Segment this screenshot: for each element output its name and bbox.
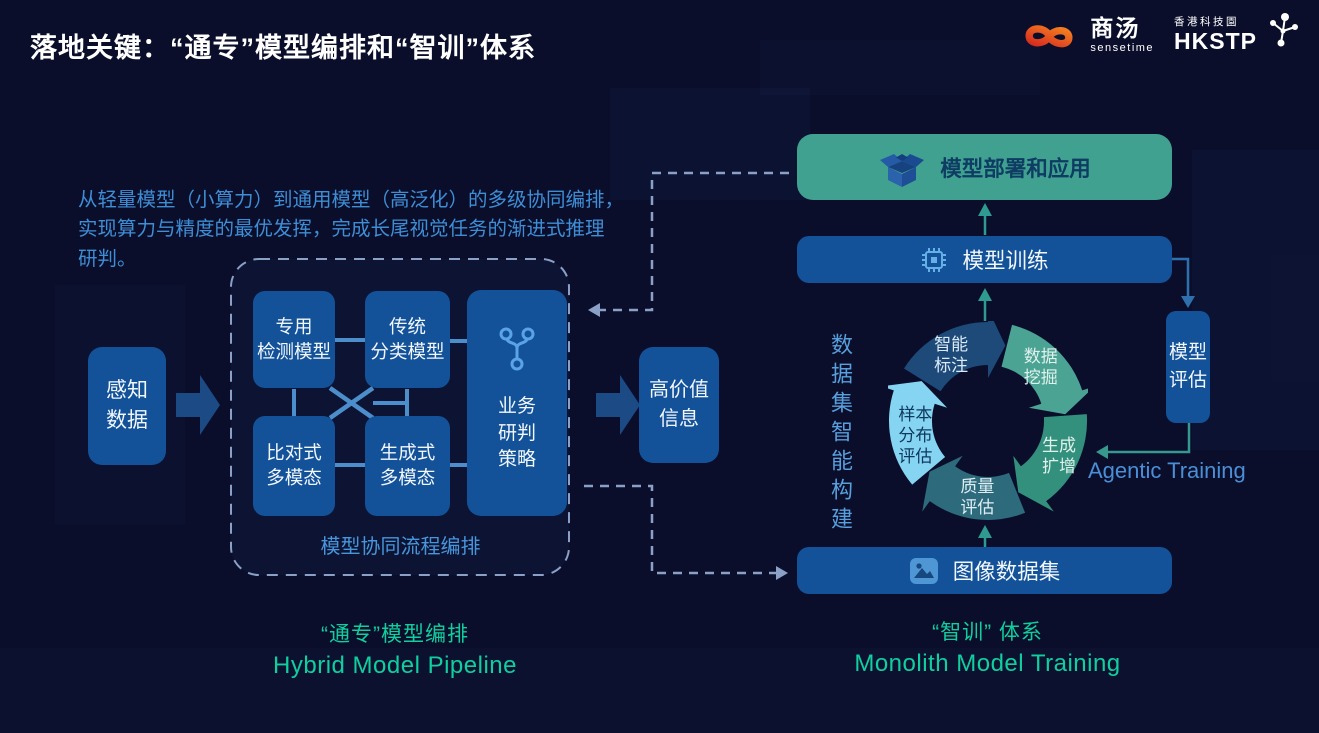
sensetime-en: sensetime (1090, 41, 1155, 54)
sensetime-cn: 商汤 (1090, 14, 1141, 41)
model-eval-label: 模型 (1168, 341, 1207, 363)
strategy-line: 研判 (497, 422, 536, 444)
flow-arrow-output (596, 375, 640, 435)
cycle-segment (1001, 324, 1088, 415)
hkstp-molecule-icon (1270, 13, 1298, 47)
package-box-icon (880, 154, 925, 187)
model-box-generative-multimodal: 生成式 多模态 (365, 416, 450, 516)
image-dataset-label: 图像数据集 (952, 560, 1061, 584)
bg-tile (1192, 150, 1319, 450)
bg-tile (760, 40, 1040, 95)
model-box-traditional-classification: 传统 分类模型 (365, 291, 450, 388)
model-label: 比对式 (266, 442, 322, 464)
hybrid-caption-en: Hybrid Model Pipeline (273, 652, 517, 679)
model-training-box: 模型训练 (797, 236, 1172, 283)
model-box-contrastive-multimodal: 比对式 多模态 (253, 416, 335, 516)
high-value-label: 信息 (659, 408, 699, 430)
dashed-feed-bottom (584, 484, 778, 575)
strategy-line: 业务 (497, 396, 536, 417)
sensetime-logo-icon (1025, 25, 1073, 48)
model-deploy-label: 模型部署和应用 (940, 156, 1091, 181)
monolith-caption-cn: “智训” 体系 (932, 621, 1043, 644)
hkstp-cn: 香港科技園 (1174, 16, 1240, 29)
pipeline-orchestration-label: 模型协同流程编排 (320, 536, 481, 558)
dashed-arrowhead-left (588, 303, 600, 317)
perception-data-label: 感知 (106, 378, 148, 402)
page-title: 落地关键：“通专”模型编排和“智训”体系 (30, 33, 536, 63)
description-line: 从轻量模型（小算力）到通用模型（高泛化）的多级协同编排， (78, 189, 625, 211)
model-label: 分类模型 (370, 340, 445, 362)
perception-data-label: 数据 (106, 409, 148, 432)
description-line: 实现算力与精度的最优发挥，完成长尾视觉任务的渐进式推理 (78, 218, 605, 241)
monolith-caption-en: Monolith Model Training (854, 650, 1121, 677)
workflow-branch-icon (499, 327, 535, 371)
perception-data-box: 感知 数据 (88, 347, 166, 465)
hybrid-pipeline-caption: “通专”模型编排 Hybrid Model Pipeline (215, 618, 575, 680)
cycle-segment (922, 455, 1026, 521)
cycle-segment-label: 数据挖掘 (1024, 347, 1058, 387)
business-strategy-label: 业务 研判 策略 (498, 394, 536, 474)
agentic-training-label: Agentic Training (1088, 458, 1246, 483)
model-label: 多模态 (266, 467, 322, 488)
model-training-label: 模型训练 (962, 249, 1049, 273)
high-value-label: 高价值 (649, 379, 709, 401)
cycle-segment-label: 生成扩增 (1042, 436, 1076, 476)
description-paragraph: 从轻量模型（小算力）到通用模型（高泛化）的多级协同编排， 实现算力与精度的最优发… (78, 186, 658, 274)
model-label: 传统 (388, 315, 426, 337)
model-deploy-box: 模型部署和应用 (797, 134, 1172, 200)
model-label: 生成式 (379, 442, 436, 464)
model-box-specialized-detection: 专用 检测模型 (253, 291, 335, 388)
chip-icon (922, 247, 947, 272)
image-icon (909, 557, 938, 584)
model-label: 专用 (275, 315, 313, 337)
hkstp-en: HKSTP (1174, 27, 1257, 54)
hybrid-caption-cn: “通专”模型编排 (321, 623, 469, 646)
logo-bar: 商汤 sensetime 香港科技園 HKSTP (1022, 13, 1301, 54)
strategy-line: 策略 (497, 449, 536, 471)
cycle-segment (888, 381, 948, 485)
model-eval-label: 评估 (1168, 370, 1207, 391)
bg-tile (610, 88, 810, 200)
model-label: 多模态 (379, 467, 436, 488)
cycle-segment-label: 样本分布评估 (898, 405, 932, 466)
cross-connector (328, 386, 375, 420)
description-line: 研判。 (78, 247, 137, 270)
train-to-eval-line (1171, 257, 1190, 299)
cycle-segment (904, 321, 1006, 392)
dataset-construction-vertical-label: 数据集智能构建 (828, 333, 853, 536)
model-eval-box: 模型 评估 (1166, 311, 1210, 423)
business-strategy-box: 业务 研判 策略 (467, 290, 567, 516)
image-dataset-box: 图像数据集 (797, 547, 1172, 594)
sensetime-wordmark: 商汤 sensetime (1090, 14, 1155, 54)
high-value-info-box: 高价值 信息 (639, 347, 719, 463)
cycle-segment-label: 智能标注 (934, 335, 968, 375)
monolith-training-caption: “智训” 体系 Monolith Model Training (800, 616, 1175, 678)
model-label: 检测模型 (256, 340, 331, 362)
dashed-arrowhead-right (776, 566, 788, 580)
hkstp-wordmark: 香港科技園 HKSTP (1174, 17, 1257, 53)
eval-to-cycle-arrowhead (1096, 445, 1108, 459)
cycle-segment-label: 质量评估 (960, 477, 994, 517)
eval-to-cycle-line (1106, 423, 1191, 454)
cycle-segment (1013, 414, 1088, 512)
